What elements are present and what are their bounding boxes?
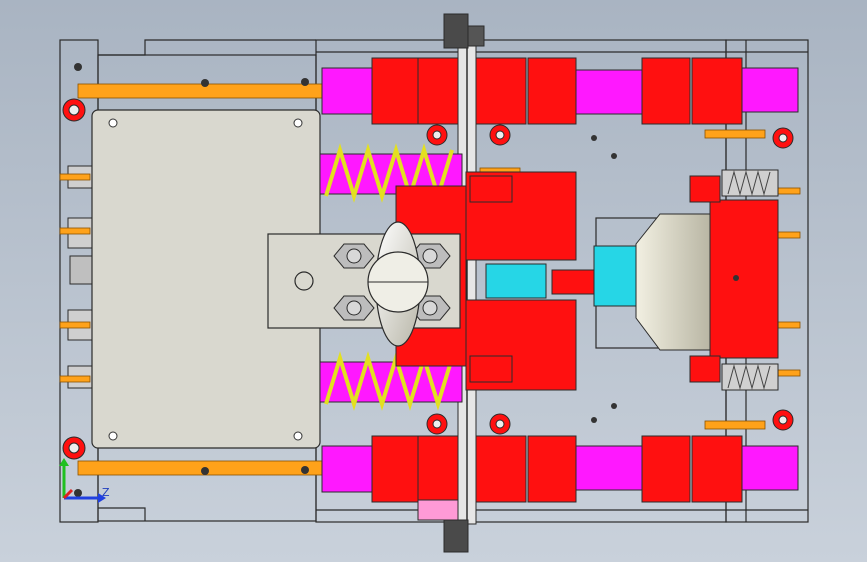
hex-bolts: [333, 243, 451, 321]
lifting-ring: [367, 221, 429, 347]
small-screws: [74, 63, 739, 497]
coordinate-triad: Z: [59, 458, 110, 503]
locating-cone: [635, 175, 779, 383]
corner-red-screws: [62, 98, 794, 460]
spring-bottom: [319, 351, 463, 411]
cyan-insert: [485, 245, 637, 307]
triad-axis-z-label: Z: [102, 486, 110, 499]
top-cylinder: [321, 57, 799, 125]
right-springs: [721, 169, 779, 391]
bottom-cylinder: [321, 435, 799, 521]
